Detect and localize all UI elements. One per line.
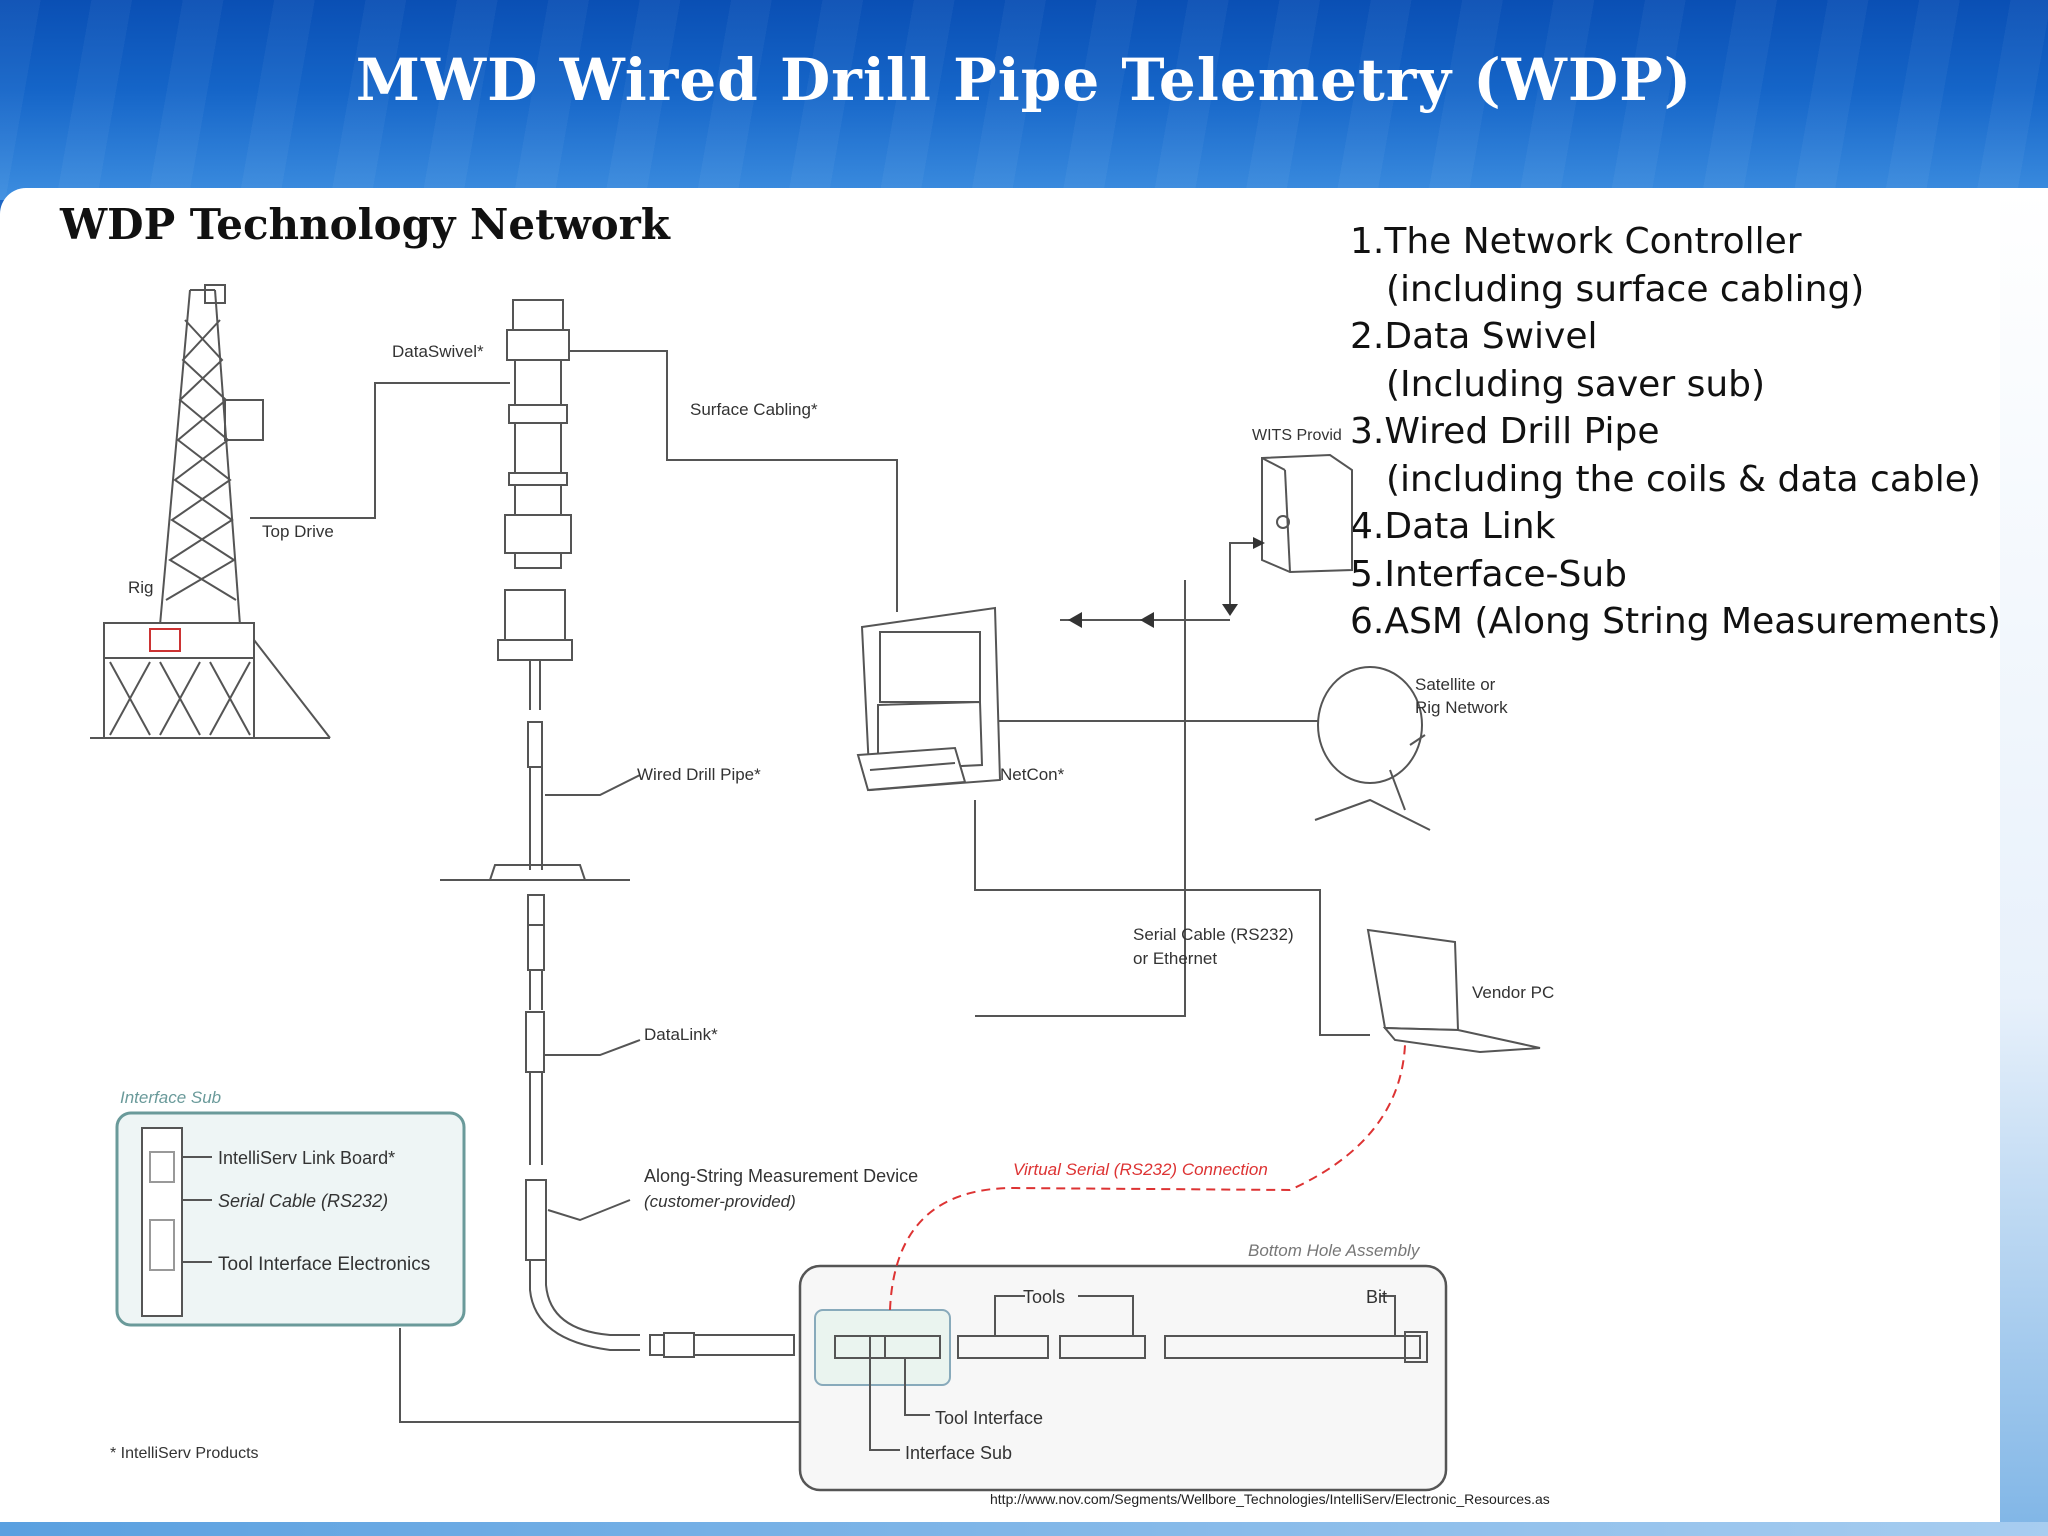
- source-url: http://www.nov.com/Segments/Wellbore_Tec…: [990, 1491, 1550, 1507]
- label-serial-cable-line1: Serial Cable (RS232): [1133, 925, 1294, 944]
- list-item: 6.ASM (Along String Measurements): [1350, 601, 2001, 642]
- label-serial-cable-rs232: Serial Cable (RS232): [218, 1191, 388, 1211]
- label-rig: Rig: [128, 578, 154, 597]
- section-subtitle: WDP Technology Network: [60, 200, 670, 249]
- rig-icon: [90, 284, 331, 739]
- label-netcon: NetCon*: [1000, 765, 1065, 784]
- label-interface-sub-box-title: Interface Sub: [120, 1088, 221, 1107]
- vendor-pc-laptop-icon: [1366, 928, 1541, 1054]
- data-swivel-icon: [497, 299, 573, 661]
- label-serial-cable-line2: or Ethernet: [1133, 949, 1217, 968]
- label-bit: Bit: [1366, 1287, 1387, 1307]
- interface-sub-box: [115, 1111, 466, 1327]
- virtual-serial-connection-line: [889, 1044, 1406, 1311]
- list-item: 5.Interface-Sub: [1350, 553, 1628, 595]
- label-virtual-serial: Virtual Serial (RS232) Connection: [1013, 1160, 1268, 1179]
- panel-edge-gradient: [2000, 188, 2048, 1536]
- list-item: 1.The Network Controller: [1350, 221, 1802, 262]
- bottom-strip: [0, 1522, 2048, 1536]
- wired-drill-pipe-icon: [440, 660, 795, 1358]
- label-surface-cabling: Surface Cabling*: [690, 400, 818, 419]
- list-item-sub: (including the coils & data cable): [1386, 458, 1981, 500]
- list-item-sub: (including surface cabling): [1386, 268, 1865, 310]
- wits-provider-computer-icon: [1261, 453, 1353, 574]
- label-wits-provider: WITS Provid: [1252, 427, 1342, 444]
- label-link-board: IntelliServ Link Board*: [218, 1148, 395, 1168]
- label-datalink: DataLink*: [644, 1025, 718, 1044]
- bottom-hole-assembly-box: [798, 1264, 1448, 1492]
- label-footnote: * IntelliServ Products: [110, 1445, 259, 1462]
- label-vendor-pc: Vendor PC: [1472, 983, 1554, 1002]
- label-bha: Bottom Hole Assembly: [1248, 1241, 1421, 1260]
- label-satellite-line2: Rig Network: [1415, 698, 1508, 717]
- label-tool-electronics: Tool Interface Electronics: [218, 1254, 430, 1275]
- page-title: MWD Wired Drill Pipe Telemetry (WDP): [355, 46, 1693, 114]
- label-tool-interface: Tool Interface: [935, 1408, 1043, 1428]
- header-banner: [0, 0, 2048, 200]
- data-flow-arrows: [1068, 537, 1265, 628]
- label-top-drive: Top Drive: [262, 522, 334, 541]
- satellite-dish-icon: [1314, 666, 1431, 831]
- components-list: 1.The Network Controller (including surf…: [1350, 218, 2001, 646]
- label-asm-device-note: (customer-provided): [644, 1192, 796, 1211]
- label-wired-drill-pipe: Wired Drill Pipe*: [637, 765, 761, 784]
- list-item-sub: (Including saver sub): [1386, 363, 1766, 405]
- list-item: 2.Data Swivel: [1350, 316, 1598, 357]
- label-satellite-line1: Satellite or: [1415, 675, 1496, 694]
- netcon-computer-icon: [856, 606, 1002, 792]
- label-data-swivel: DataSwivel*: [392, 342, 484, 361]
- list-item: 4.Data Link: [1350, 506, 1556, 547]
- label-interface-sub: Interface Sub: [905, 1443, 1012, 1463]
- list-item: 3.Wired Drill Pipe: [1350, 411, 1660, 452]
- label-asm-device: Along-String Measurement Device: [644, 1166, 918, 1186]
- label-tools: Tools: [1023, 1287, 1065, 1307]
